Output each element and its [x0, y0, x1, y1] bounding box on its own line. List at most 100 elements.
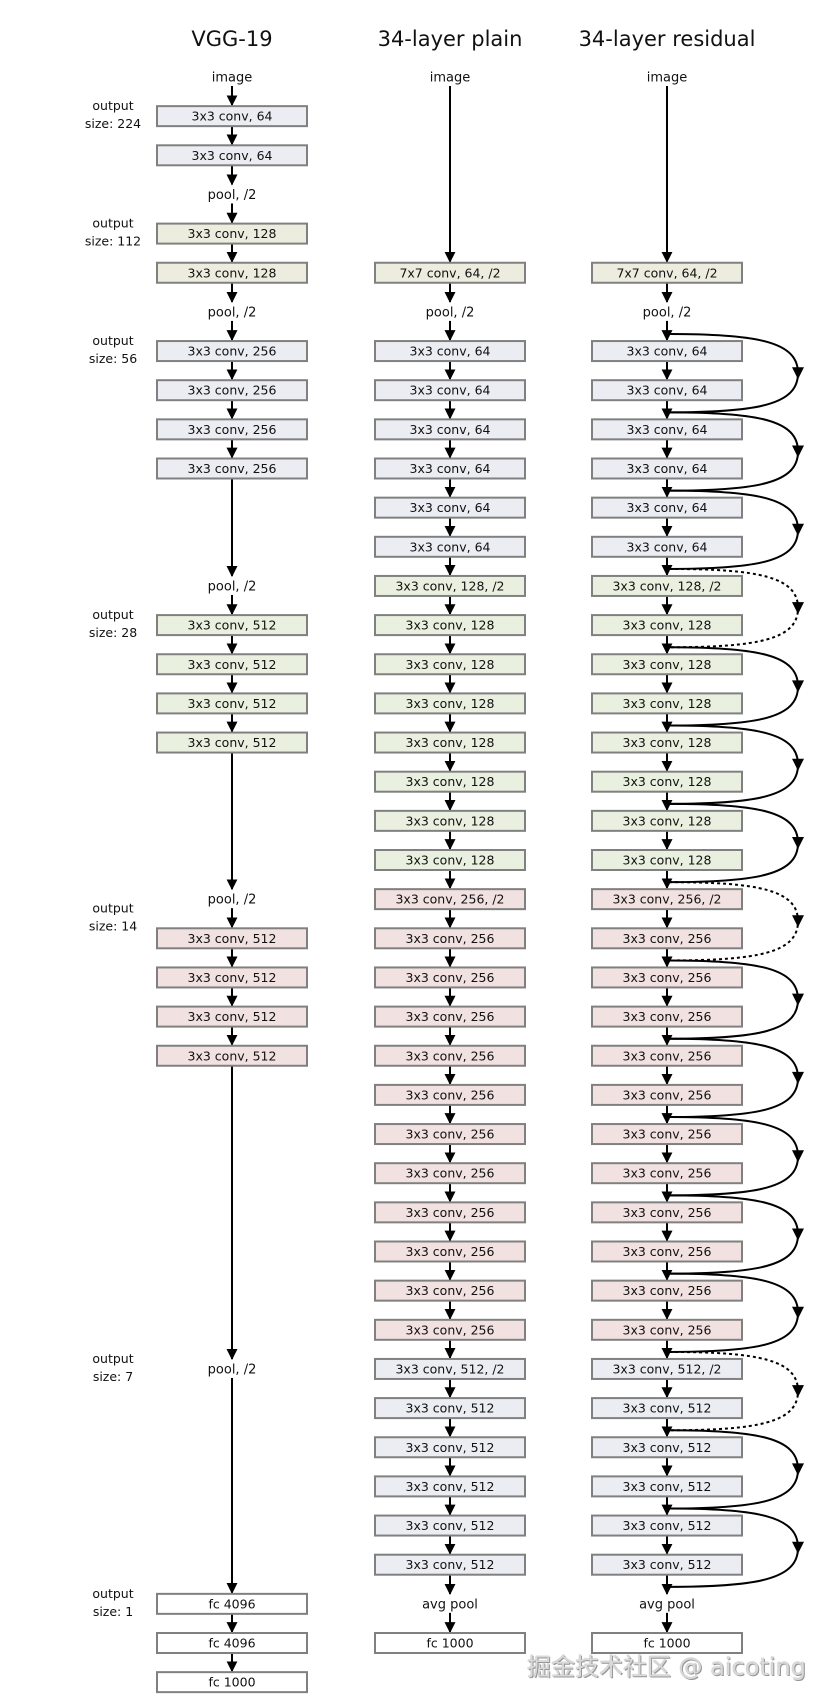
shortcut-arrowhead [792, 1071, 804, 1084]
layer-block: 3x3 conv, 512 [591, 1553, 743, 1576]
node-label: pool, /2 [208, 188, 257, 203]
layer-block-box [591, 849, 743, 871]
layer-block: 3x3 conv, 256 [374, 1201, 526, 1224]
layer-block-label: 3x3 conv, 256, /2 [612, 892, 721, 907]
layer-block-label: 3x3 conv, 256 [623, 1127, 712, 1142]
layer-block: 3x3 conv, 512 [156, 1044, 308, 1067]
layer-block-label: 3x3 conv, 512 [188, 696, 277, 711]
layer-block: 3x3 conv, 64 [591, 379, 743, 402]
layer-block-box [591, 1397, 743, 1420]
layer-block: 3x3 conv, 128 [591, 731, 743, 754]
shortcut-arrowhead [792, 915, 804, 928]
layer-block: 3x3 conv, 256 [374, 1318, 526, 1341]
layer-block-label: fc 4096 [208, 1596, 255, 1611]
layer-block-box [374, 1005, 526, 1028]
layer-block-box [374, 1397, 526, 1420]
output-size-line1: output [92, 216, 133, 231]
layer-block: 3x3 conv, 512 [156, 927, 308, 950]
layer-block-label: 7x7 conv, 64, /2 [399, 265, 500, 280]
node-label: pool, /2 [208, 1362, 257, 1377]
layer-block-label: 3x3 conv, 64 [192, 109, 273, 124]
layer-block-box [591, 1553, 743, 1576]
layer-block: 3x3 conv, 256, /2 [591, 888, 743, 911]
layer-block-box [591, 1123, 743, 1146]
shortcut-arrowhead [792, 680, 804, 693]
layer-block-box [591, 1514, 743, 1537]
watermark: 掘金技术社区 @ aicoting [527, 1653, 807, 1681]
shortcut-arrowhead [792, 1385, 804, 1398]
layer-block-label: 3x3 conv, 256 [406, 1322, 495, 1337]
layer-block: 3x3 conv, 256 [591, 1123, 743, 1146]
output-size-line2: size: 14 [89, 919, 137, 934]
layer-block-box [156, 261, 308, 284]
layer-block-box [591, 261, 743, 284]
layer-block-box [156, 457, 308, 480]
layer-block-label: 3x3 conv, 512 [623, 1401, 712, 1416]
layer-block-box [156, 222, 308, 245]
shortcut-connections [668, 333, 804, 1588]
layer-block-label: 3x3 conv, 128 [623, 774, 712, 789]
layer-block-box [374, 457, 526, 480]
layer-block-box [374, 1553, 526, 1576]
layer-block-box [374, 731, 526, 754]
layer-block: 3x3 conv, 128 [591, 614, 743, 637]
layer-block: 3x3 conv, 512, /2 [591, 1357, 743, 1380]
layer-block-label: 3x3 conv, 256 [623, 970, 712, 985]
layer-block: 3x3 conv, 512 [156, 614, 308, 637]
layer-block-box [591, 1240, 743, 1263]
shortcut-arrowhead [792, 1463, 804, 1476]
layer-block-label: 3x3 conv, 128 [623, 618, 712, 633]
layer-block-box [591, 379, 743, 402]
layer-block-box [374, 770, 526, 793]
layer-block-box [374, 888, 526, 911]
layer-block-box [374, 849, 526, 871]
node-label: image [430, 71, 471, 86]
layer-block: 7x7 conv, 64, /2 [374, 261, 526, 284]
layer-block-box [591, 1044, 743, 1067]
output-size-line2: size: 28 [89, 625, 137, 640]
layer-block: 3x3 conv, 128 [374, 653, 526, 676]
layer-block: 3x3 conv, 128, /2 [591, 574, 743, 597]
node-label: pool, /2 [208, 305, 257, 320]
layer-block: 3x3 conv, 128 [591, 770, 743, 793]
layer-block: 3x3 conv, 512 [591, 1397, 743, 1420]
layer-block: 3x3 conv, 128 [374, 849, 526, 871]
layer-block-label: 3x3 conv, 64 [627, 539, 708, 554]
output-size-line1: output [92, 901, 133, 916]
layer-block: 3x3 conv, 512 [156, 966, 308, 989]
node-label: image [647, 71, 688, 86]
output-size-line1: output [92, 607, 133, 622]
layer-block-box [591, 1632, 743, 1654]
layer-block-label: 3x3 conv, 128 [406, 657, 495, 672]
shortcut-arrowhead [792, 1306, 804, 1319]
node-label: pool, /2 [208, 579, 257, 594]
layer-block-box [374, 1044, 526, 1067]
layer-block-box [156, 927, 308, 950]
layer-block: 3x3 conv, 128 [374, 614, 526, 637]
layer-block: 7x7 conv, 64, /2 [591, 261, 743, 284]
output-size-line1: output [92, 98, 133, 113]
layer-block-label: 3x3 conv, 256 [623, 1009, 712, 1024]
layer-block: 3x3 conv, 512 [156, 653, 308, 676]
layer-block: 3x3 conv, 128 [591, 653, 743, 676]
shortcut-arrowhead [792, 1228, 804, 1241]
layer-block-box [374, 1279, 526, 1302]
layer-block-label: 3x3 conv, 256 [623, 1244, 712, 1259]
layer-block-box [374, 496, 526, 519]
layer-block-box [591, 1005, 743, 1028]
layer-block-label: 3x3 conv, 128 [406, 735, 495, 750]
output-size-line2: size: 56 [89, 351, 137, 366]
layer-block-label: 3x3 conv, 256 [623, 1087, 712, 1102]
shortcut-arrowhead [792, 445, 804, 458]
layer-block: 3x3 conv, 512 [374, 1436, 526, 1459]
layer-block: 3x3 conv, 128 [374, 770, 526, 793]
layer-block-label: 3x3 conv, 128 [188, 226, 277, 241]
layer-block-label: 3x3 conv, 256 [188, 461, 277, 476]
layer-block: 3x3 conv, 256 [374, 1240, 526, 1263]
layer-block-box [374, 1162, 526, 1185]
layer-block-box [374, 1632, 526, 1654]
shortcut-arrowhead [792, 993, 804, 1006]
layer-block: 3x3 conv, 128 [374, 692, 526, 715]
layer-block-box [156, 340, 308, 363]
